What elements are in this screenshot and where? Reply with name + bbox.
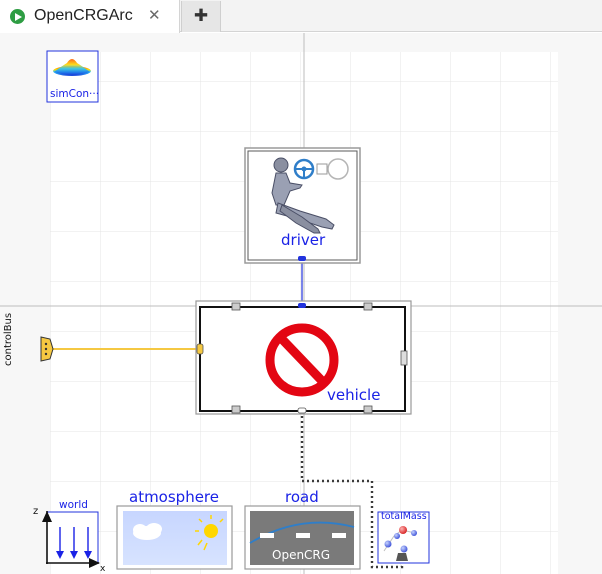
- plus-icon[interactable]: ✚: [181, 1, 221, 32]
- vehicle-label: vehicle: [327, 386, 381, 404]
- atmosphere-component[interactable]: [116, 505, 233, 570]
- tab-title: OpenCRGArc: [34, 7, 133, 24]
- world-axis-x-label: x: [100, 564, 106, 574]
- driver-label: driver: [281, 231, 326, 249]
- road-sublabel: OpenCRG: [272, 548, 331, 562]
- forbidden-sign-icon: [265, 323, 339, 397]
- road-component[interactable]: [244, 505, 361, 570]
- world-component[interactable]: [42, 511, 100, 568]
- close-icon[interactable]: ✕: [148, 6, 161, 24]
- tab-opencrgarc[interactable]: OpenCRGArc ✕: [0, 0, 180, 33]
- play-icon: [10, 9, 25, 24]
- simcon-component[interactable]: [46, 50, 99, 103]
- tab-bar: OpenCRGArc ✕ ✚: [0, 0, 602, 33]
- simcon-label: simCon···: [50, 88, 100, 100]
- total-mass-label: totalMass: [381, 511, 427, 522]
- driver-figure-icon: [271, 157, 335, 234]
- total-mass-component[interactable]: [377, 511, 430, 564]
- road-profile-icon: [249, 521, 355, 544]
- atmosphere-label: atmosphere: [129, 488, 219, 506]
- diagram-canvas[interactable]: simCon··· driver vehicle controlBus worl…: [0, 33, 602, 574]
- world-label: world: [59, 499, 88, 511]
- control-bus-connector[interactable]: [40, 336, 54, 362]
- vehicle-component[interactable]: [195, 300, 412, 415]
- control-bus-label: controlBus: [3, 312, 14, 366]
- world-axis-z-label: z: [33, 506, 39, 517]
- steering-wheel-icon: [293, 158, 349, 180]
- road-label: road: [285, 488, 319, 506]
- diagram-svg: [0, 33, 602, 574]
- cloud-icon: [133, 523, 162, 540]
- sun-icon: [195, 515, 224, 551]
- driver-component[interactable]: [244, 147, 361, 264]
